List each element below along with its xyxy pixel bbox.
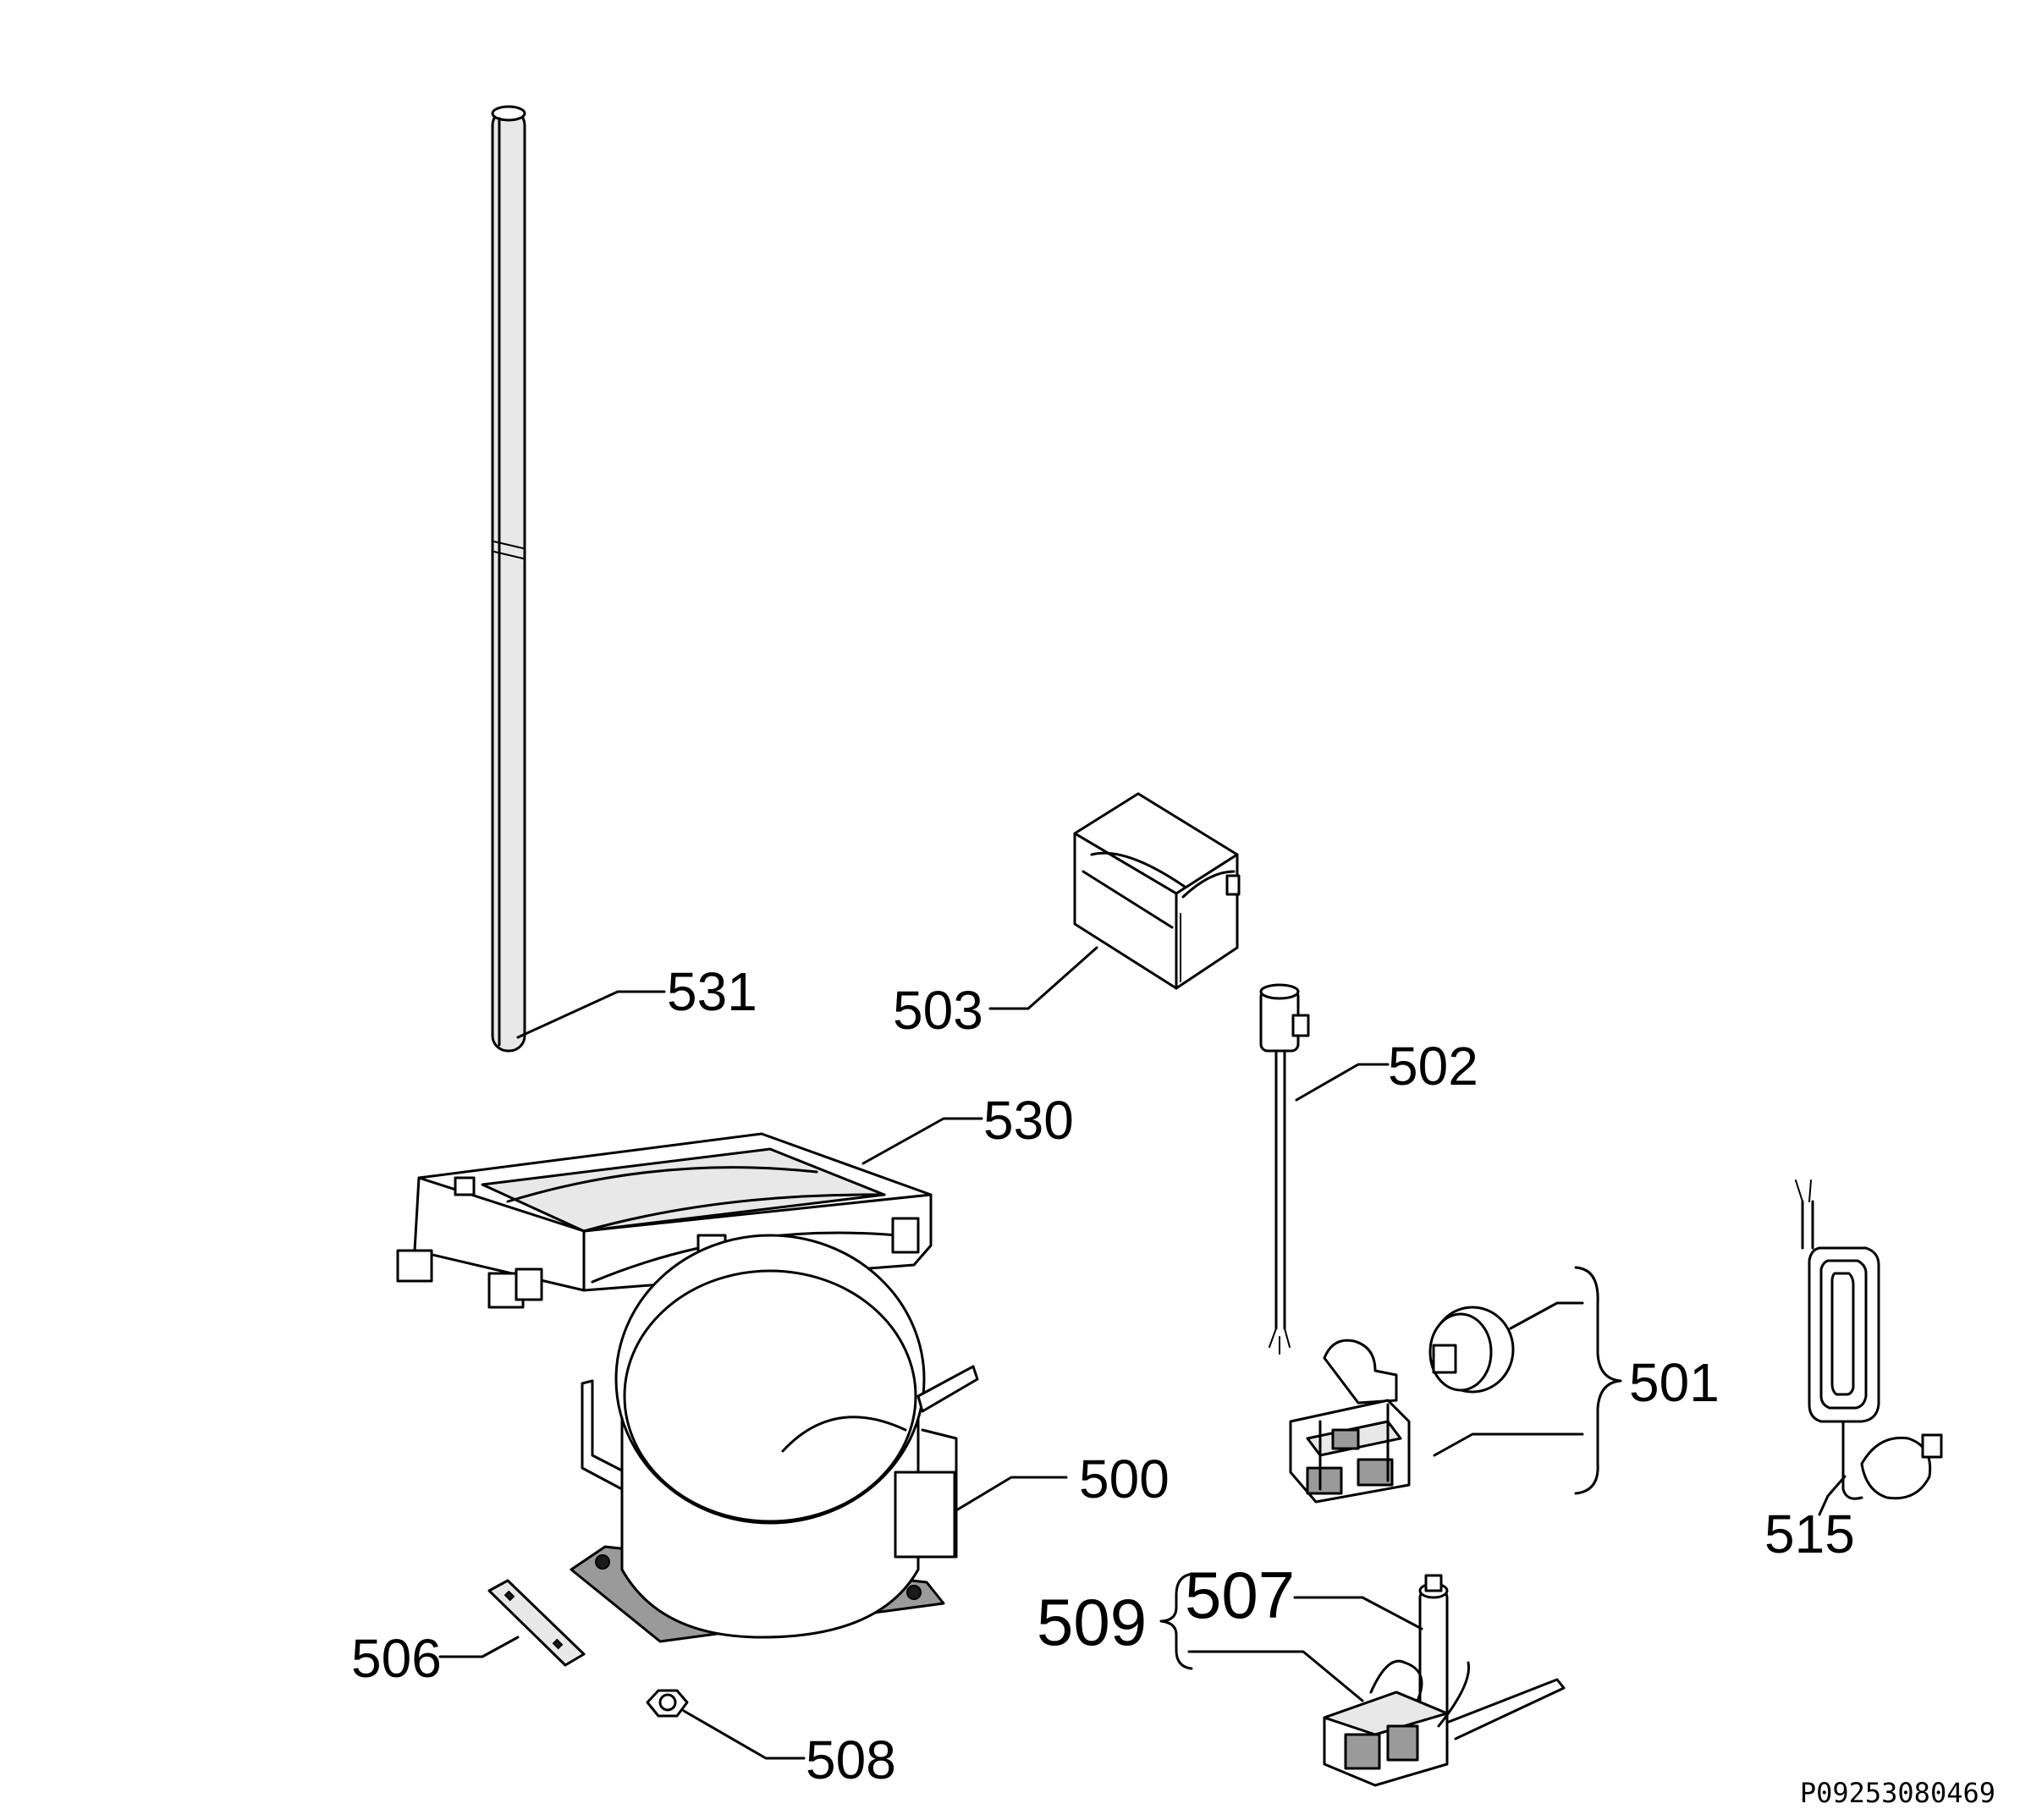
mounting-plate-part-drawing	[487, 1579, 586, 1667]
valve-group-leader-line	[1187, 1650, 1364, 1702]
rod-part-number: 531	[667, 961, 757, 1022]
capacitor-part-drawing	[1259, 983, 1310, 1355]
nut-leader-line	[682, 1709, 806, 1760]
box-leader-line	[988, 946, 1098, 1010]
rod-leader-line	[516, 990, 666, 1039]
heater-leader-line	[1818, 1475, 1847, 1516]
valve-group-part-number: 509	[1037, 1585, 1147, 1659]
compressor-part-number: 500	[1079, 1449, 1170, 1509]
capacitor-part-number: 502	[1388, 1036, 1478, 1097]
electrical-box-part-drawing	[1073, 792, 1241, 990]
valve-part-number: 507	[1185, 1558, 1295, 1632]
valve-leader-line	[1293, 1596, 1423, 1630]
frame-leader-line	[861, 1117, 983, 1165]
compressor-leader-line	[955, 1476, 1068, 1512]
relay-group-brace	[1574, 1266, 1622, 1495]
capacitor-leader-line	[1295, 1063, 1390, 1102]
nut-part-number: 508	[806, 1729, 896, 1790]
plate-part-number: 506	[351, 1628, 442, 1689]
plate-leader-line	[438, 1636, 520, 1658]
rod-part-drawing	[491, 105, 526, 1053]
compressor-part-drawing	[570, 1234, 979, 1643]
relay-group-part-number: 501	[1629, 1352, 1720, 1413]
heater-part-drawing	[1795, 1179, 1943, 1500]
relay-top-leader-line	[1509, 1301, 1584, 1330]
relay-bottom-leader-line	[1433, 1432, 1584, 1457]
valve-part-drawing	[1323, 1574, 1566, 1787]
heater-part-number: 515	[1764, 1504, 1855, 1564]
document-code: P09253080469	[1800, 1777, 1995, 1809]
valve-group-brace	[1159, 1572, 1195, 1670]
box-part-number: 503	[893, 980, 983, 1041]
relay-part-drawing	[1289, 1306, 1515, 1504]
nut-part-drawing	[646, 1689, 689, 1718]
frame-part-number: 530	[983, 1090, 1074, 1151]
